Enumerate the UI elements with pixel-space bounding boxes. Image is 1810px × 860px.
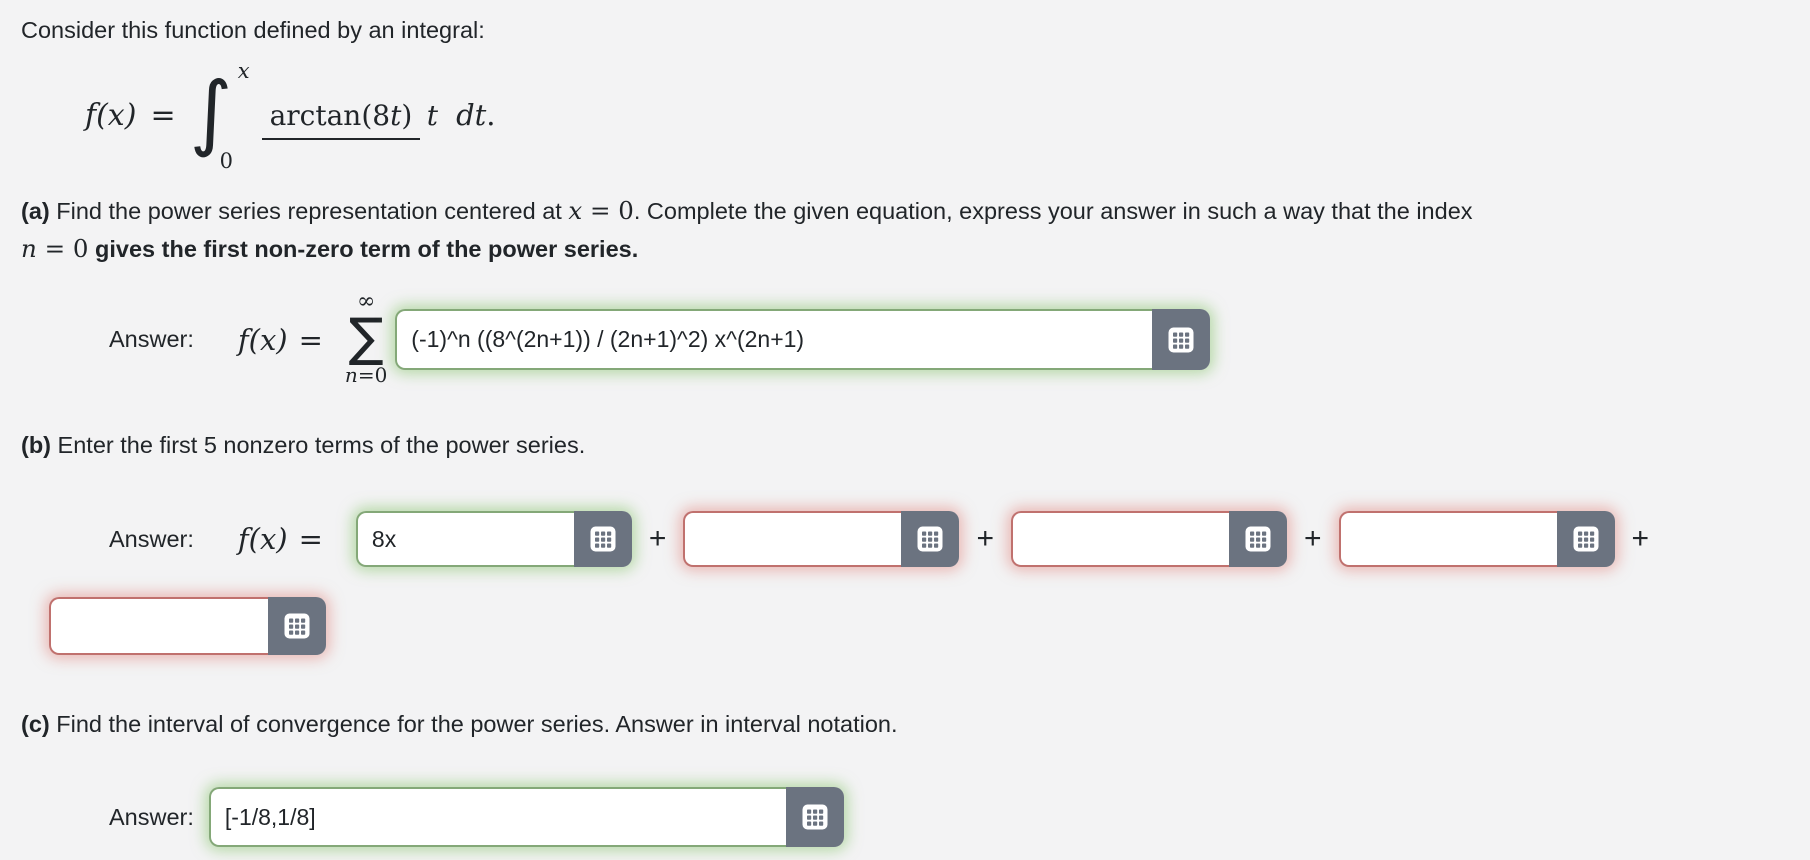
term-5-input-group [49, 597, 326, 655]
part-a-bold-text: gives the first non-zero term of the pow… [88, 236, 639, 262]
interval-input[interactable] [208, 787, 786, 847]
fx-equals: f(x)= [237, 322, 323, 357]
fx-equals: f(x)= [237, 522, 323, 556]
term-1-input[interactable] [355, 511, 574, 567]
math-n: n [21, 234, 37, 263]
term-3-input[interactable] [1010, 511, 1229, 567]
part-c-prompt: (c) Find the interval of convergence for… [21, 711, 898, 737]
plus-operator: + [648, 522, 667, 555]
keypad-button[interactable] [901, 511, 960, 567]
part-b-prompt: (b) Enter the first 5 nonzero terms of t… [21, 432, 586, 458]
keypad-button[interactable] [1556, 511, 1615, 567]
power-series-input[interactable] [395, 309, 1153, 370]
term-5-input[interactable] [49, 597, 268, 655]
formula-lhs: f(x) [85, 97, 137, 133]
equals-sign: = [150, 97, 176, 133]
part-a-prompt: (a) Find the power series representation… [21, 196, 1473, 263]
part-a-answer-row: Answer: f(x)= ∞ ∑ n=0 [109, 289, 1789, 387]
part-c-label: (c) [21, 711, 50, 737]
plus-operator: + [976, 522, 994, 555]
integral-notation: ∫ x 0 [189, 59, 250, 173]
keypad-icon [1168, 327, 1194, 352]
problem-statement: Consider this function defined by an int… [21, 17, 485, 43]
math-x: x [568, 196, 583, 225]
part-b-answer-row: Answer: f(x)= + [109, 511, 1789, 567]
plus-operator: + [1303, 522, 1322, 555]
fraction-denominator: t [426, 98, 439, 132]
part-b-label: (b) [21, 432, 52, 458]
integral-upper-limit: x [237, 59, 250, 83]
keypad-icon [802, 804, 828, 830]
part-a-label: (a) [21, 198, 50, 224]
term-3-input-group [1010, 511, 1287, 567]
keypad-button[interactable] [1152, 309, 1211, 370]
power-series-input-group [395, 309, 1211, 370]
keypad-icon [590, 526, 616, 552]
function-definition-formula: f(x) = ∫ x 0 arctan(8t) t dt. [85, 59, 1789, 173]
keypad-button[interactable] [1228, 511, 1287, 567]
answer-label: Answer: [109, 326, 194, 352]
term-2-input-group [683, 511, 960, 567]
part-b-answer-row-2 [49, 597, 1789, 655]
keypad-button[interactable] [573, 511, 632, 567]
fraction-numerator: arctan(8t) [261, 99, 421, 140]
keypad-icon [284, 613, 310, 639]
integral-sign: ∫ [189, 65, 233, 160]
plus-operator: + [1631, 522, 1650, 555]
summation-upper-limit: ∞ [356, 289, 376, 314]
summation-lower-limit: n=0 [344, 363, 388, 387]
term-2-input[interactable] [683, 511, 902, 567]
interval-input-group [208, 787, 844, 847]
term-4-input[interactable] [1338, 511, 1557, 567]
differential: dt. [456, 97, 496, 132]
part-c-answer-row: Answer: [109, 787, 1789, 847]
sigma-symbol: ∑ [348, 308, 384, 368]
integral-lower-limit: 0 [219, 149, 233, 173]
keypad-button[interactable] [785, 787, 844, 847]
term-1-input-group [355, 511, 632, 567]
answer-label: Answer: [109, 803, 194, 830]
keypad-icon [1573, 526, 1599, 552]
keypad-button[interactable] [268, 597, 326, 655]
answer-label: Answer: [109, 525, 194, 552]
keypad-icon [1245, 526, 1271, 552]
keypad-icon [917, 526, 943, 552]
summation-notation: ∞ ∑ n=0 [344, 289, 388, 387]
integrand-fraction: arctan(8t) t [261, 99, 438, 140]
term-4-input-group [1338, 511, 1615, 567]
